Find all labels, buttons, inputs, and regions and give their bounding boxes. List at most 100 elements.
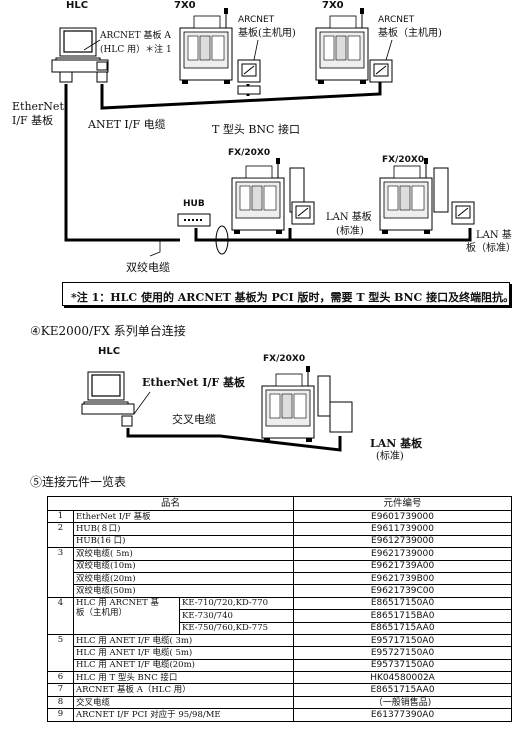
section5-title: ⑤连接元件一览表 xyxy=(30,475,127,489)
row-name: HLC 用 ANET I/F 电缆( 3m) xyxy=(72,633,295,648)
row-code: E9611739000 xyxy=(293,522,513,536)
note-box: *注 1：HLC 使用的 ARCNET 基板为 PCI 版时，需要 T 型头 B… xyxy=(62,282,514,306)
arcnet-main-left-label: ARCNET xyxy=(238,15,275,25)
row-name: EtherNet I/F 基板 xyxy=(72,509,295,524)
anet-cable-label: ANET I/F 电缆 xyxy=(88,118,166,131)
row-name: ARCNET 基板 A（HLC 用） xyxy=(72,683,295,697)
row-name: ARCNET I/F PCI 对应于 95/98/ME xyxy=(72,708,295,722)
row-name: 双绞电缆(10m) xyxy=(72,559,295,573)
fx-left-label: FX/20X0 xyxy=(228,148,271,158)
table-row: HUB(16 口) E9612739000 xyxy=(48,534,513,549)
row-model: KE-710/720,KD-770 xyxy=(178,596,295,611)
row-name: HUB(８口) xyxy=(72,522,295,536)
lan-board-2-sublabel: (标准) xyxy=(376,451,404,462)
table-row: 双绞电缆(50m) E9621739C00 xyxy=(48,584,513,598)
twisted-cable-label: 双绞电缆 xyxy=(126,261,170,274)
arcnet-main-left-sublabel: 基板(主机用) xyxy=(238,28,296,39)
hlc-computer-icon xyxy=(51,27,109,83)
row-name: HLC 用 ANET I/F 电缆(20m) xyxy=(72,658,295,673)
row-code: E9612739000 xyxy=(293,534,513,549)
machine-7x0-right-label: 7X0 xyxy=(322,0,344,11)
row-name-line1: HLC 用 ARCNET 基 xyxy=(76,597,160,608)
lan-board-left-sublabel: (标准) xyxy=(336,226,364,237)
section4-title: ④KE2000/FX 系列单台连接 xyxy=(30,324,186,338)
row-code: E9621739A00 xyxy=(293,559,513,573)
lan-board-right-icon xyxy=(451,201,475,225)
row-code: E9621739B00 xyxy=(293,571,513,586)
row-code: E95717150A0 xyxy=(293,633,513,648)
row-name-line2: 板（主机用） xyxy=(76,607,128,618)
hlc-computer-2-icon xyxy=(81,371,135,427)
row-code: E9601739000 xyxy=(293,509,513,524)
table-row: 双绞电缆(20m) E9621739B00 xyxy=(48,571,513,586)
table-row: 4 HLC 用 ARCNET 基 板（主机用） KE-710/720,KD-77… xyxy=(47,596,513,635)
row-no: 8 xyxy=(47,695,74,710)
row-no: 9 xyxy=(47,708,74,722)
hlc-title-2: HLC xyxy=(98,346,121,357)
table-row: HLC 用 ANET I/F 电缆( 5m) E95727150A0 xyxy=(48,646,513,660)
lan-board-2-icon xyxy=(329,401,353,433)
row-no: 4 xyxy=(47,596,74,635)
arcnet-main-right-label: ARCNET xyxy=(378,15,415,25)
row-name: 双绞电缆(50m) xyxy=(72,584,295,598)
machine-7x0-right-icon xyxy=(315,7,369,85)
cross-cable-label: 交叉电缆 xyxy=(172,413,216,426)
table-row: KE-730/740 E8651715BA0 xyxy=(48,609,513,623)
lan-board-2-label: LAN 基板 xyxy=(370,437,423,450)
table-row: 8 交叉电缆 （一般销售品) xyxy=(47,695,513,710)
row-code: HK04580002A xyxy=(293,671,513,685)
machine-7x0-left-icon xyxy=(179,7,233,85)
row-no: 2 xyxy=(47,522,74,549)
table-row: KE-750/760,KD-775 E8651715AA0 xyxy=(48,621,513,635)
row-code: E9621739C00 xyxy=(293,584,513,598)
row-name: 交叉电缆 xyxy=(72,695,295,710)
ethernet-board-label: EtherNet xyxy=(12,100,64,113)
ethernet-board-2-label: EtherNet I/F 基板 xyxy=(142,376,246,389)
row-code: E86517150A0 xyxy=(293,596,513,611)
fx-right-label: FX/20X0 xyxy=(382,155,425,165)
row-no: 5 xyxy=(47,633,74,673)
table-header-row: 品名 元件编号 xyxy=(46,496,513,511)
row-name: 双绞电缆( 5m) xyxy=(72,547,295,561)
machine-fx-right-icon xyxy=(379,157,449,235)
row-code: E61377390A0 xyxy=(293,708,513,722)
row-no: 3 xyxy=(47,547,74,598)
table-row: 2 HUB(８口) E9611739000 xyxy=(47,522,513,549)
ethernet-board-sublabel: I/F 基板 xyxy=(12,114,54,127)
row-code: E9621739000 xyxy=(293,547,513,561)
bnc-connector-label: T 型头 BNC 接口 xyxy=(212,123,300,136)
header-code: 元件编号 xyxy=(293,496,513,511)
machine-fx-2-icon xyxy=(261,365,331,443)
lan-board-left-icon xyxy=(291,201,315,225)
hub-label: HUB xyxy=(183,199,205,209)
note-text: *注 1：HLC 使用的 ARCNET 基板为 PCI 版时，需要 T 型头 B… xyxy=(71,291,515,304)
arcnet-board-right-icon xyxy=(369,59,393,83)
fx-2-label: FX/20X0 xyxy=(263,354,306,364)
row-name: HLC 用 ARCNET 基 板（主机用） xyxy=(73,596,180,635)
row-code: （一般销售品) xyxy=(293,695,513,710)
machine-7x0-left-label: 7X0 xyxy=(174,0,196,11)
row-no: 7 xyxy=(47,683,74,697)
row-code: E8651715AA0 xyxy=(293,683,513,697)
arcnet-board-left-icon xyxy=(237,59,261,83)
table-row: 3 双绞电缆( 5m) E9621739000 xyxy=(47,547,513,598)
row-no: 6 xyxy=(47,671,74,685)
connection-diagram xyxy=(51,7,475,452)
table-row: 1 EtherNet I/F 基板 E9601739000 xyxy=(47,509,513,524)
row-code: E95737150A0 xyxy=(293,658,513,673)
table-row: 9 ARCNET I/F PCI 对应于 95/98/ME E61377390A… xyxy=(47,708,513,722)
row-code: E8651715AA0 xyxy=(293,621,513,635)
row-no: 1 xyxy=(47,509,74,524)
row-code: E8651715BA0 xyxy=(293,609,513,623)
row-model: KE-730/740 xyxy=(178,609,295,623)
header-name: 品名 xyxy=(46,496,295,511)
arcnet-main-right-sublabel: 基板（主机用) xyxy=(378,28,442,39)
row-name: 双绞电缆(20m) xyxy=(72,571,295,586)
table-row: 6 HLC 用 T 型头 BNC 接口 HK04580002A xyxy=(47,671,513,685)
lan-board-right-sublabel: 板（标准） xyxy=(466,243,516,254)
hub-icon xyxy=(177,213,211,227)
row-name: HLC 用 ANET I/F 电缆( 5m) xyxy=(72,646,295,660)
lan-board-right-label: LAN 基 xyxy=(476,230,512,241)
table-row: 5 HLC 用 ANET I/F 电缆( 3m) E95717150A0 xyxy=(47,633,513,673)
row-name: HUB(16 口) xyxy=(72,534,295,549)
